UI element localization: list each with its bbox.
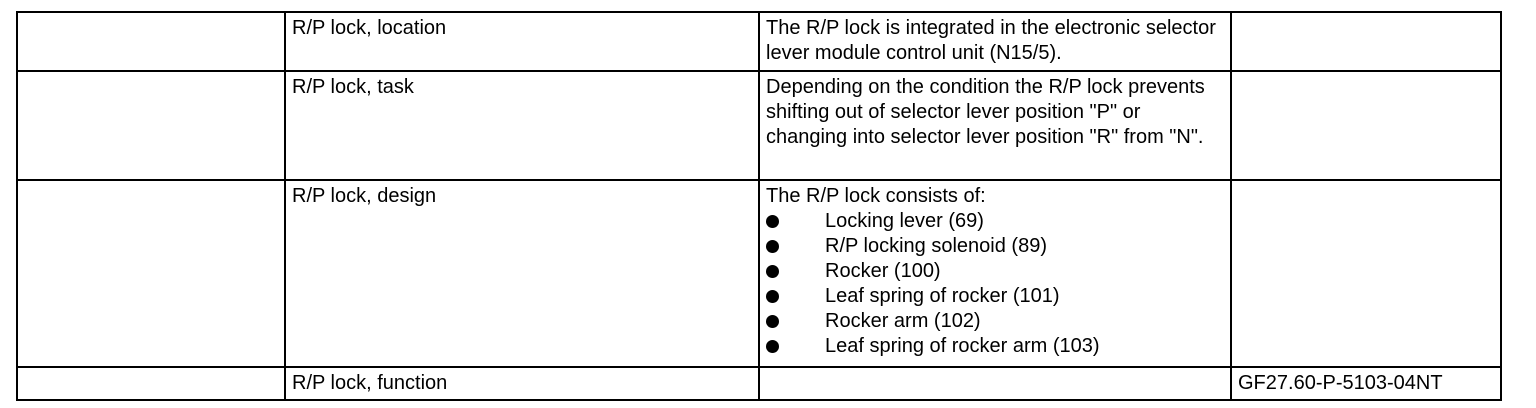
bullet-icon — [766, 240, 779, 253]
blank-cell — [16, 179, 286, 368]
description-cell: The R/P lock consists of: Locking lever … — [758, 179, 1232, 368]
bullet-icon — [766, 290, 779, 303]
reference-cell — [1230, 70, 1502, 181]
component-list: Locking lever (69) R/P locking solenoid … — [766, 209, 1224, 359]
topic-cell: R/P lock, design — [284, 179, 760, 368]
description-cell: The R/P lock is integrated in the electr… — [758, 11, 1232, 72]
blank-cell — [16, 366, 286, 401]
list-item-label: Rocker (100) — [825, 260, 941, 282]
topic-cell: R/P lock, task — [284, 70, 760, 181]
reference-link[interactable]: GF27.60-P-5103-04NT — [1230, 366, 1502, 401]
list-item-label: R/P locking solenoid (89) — [825, 235, 1047, 257]
description-cell: Depending on the condition the R/P lock … — [758, 70, 1232, 181]
blank-cell — [16, 11, 286, 72]
table-row: R/P lock, function GF27.60-P-5103-04NT — [16, 366, 1502, 401]
table-row: R/P lock, task Depending on the conditio… — [16, 70, 1502, 181]
list-item: Leaf spring of rocker arm (103) — [766, 334, 1224, 359]
reference-cell — [1230, 179, 1502, 368]
bullet-icon — [766, 215, 779, 228]
list-item: Rocker arm (102) — [766, 309, 1224, 334]
description-cell — [758, 366, 1232, 401]
table-row: R/P lock, design The R/P lock consists o… — [16, 179, 1502, 368]
topic-cell: R/P lock, function — [284, 366, 760, 401]
table-row: R/P lock, location The R/P lock is integ… — [16, 11, 1502, 72]
bullet-icon — [766, 265, 779, 278]
list-item: Locking lever (69) — [766, 209, 1224, 234]
list-item: Rocker (100) — [766, 259, 1224, 284]
document-table: R/P lock, location The R/P lock is integ… — [16, 11, 1502, 401]
list-item: Leaf spring of rocker (101) — [766, 284, 1224, 309]
blank-cell — [16, 70, 286, 181]
list-item-label: Rocker arm (102) — [825, 310, 981, 332]
bullet-icon — [766, 315, 779, 328]
design-intro-text: The R/P lock consists of: — [766, 185, 986, 207]
topic-cell: R/P lock, location — [284, 11, 760, 72]
bullet-icon — [766, 340, 779, 353]
list-item-label: Leaf spring of rocker arm (103) — [825, 335, 1100, 357]
reference-cell — [1230, 11, 1502, 72]
list-item-label: Locking lever (69) — [825, 210, 984, 232]
list-item: R/P locking solenoid (89) — [766, 234, 1224, 259]
list-item-label: Leaf spring of rocker (101) — [825, 285, 1060, 307]
